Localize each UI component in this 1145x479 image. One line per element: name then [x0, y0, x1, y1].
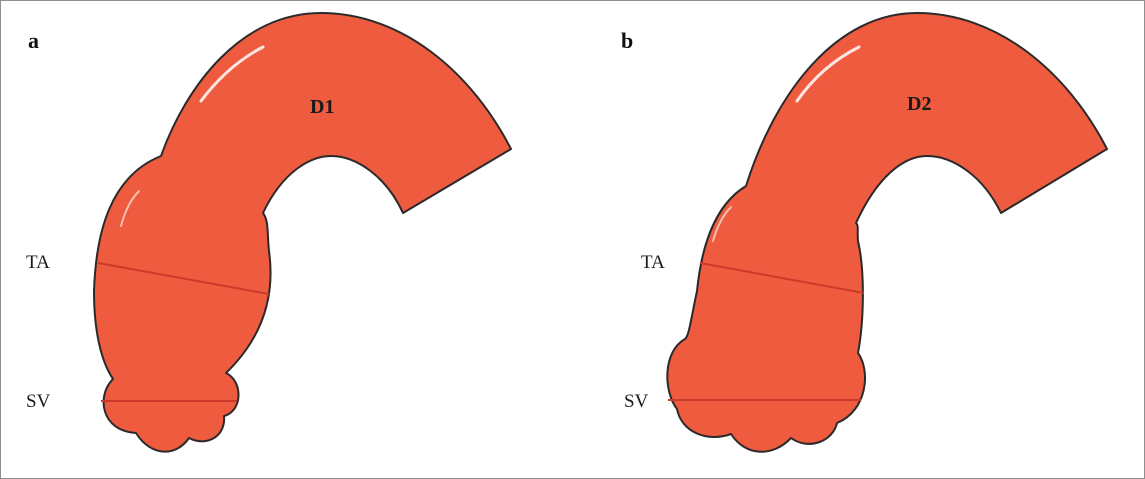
- label-sv-b: SV: [624, 391, 649, 412]
- label-ta-a: TA: [26, 252, 50, 273]
- segment-label-d2: D2: [907, 93, 931, 115]
- panel-letter-b: b: [621, 28, 633, 53]
- segment-label-d1: D1: [310, 96, 334, 118]
- label-sv-a: SV: [26, 391, 51, 412]
- aorta-shape-a: [94, 13, 511, 452]
- panel-letter-a: a: [28, 28, 39, 53]
- panel-a: a D1 TA SV: [26, 13, 511, 452]
- panel-b: b D2 TA SV: [621, 13, 1107, 452]
- label-ta-b: TA: [641, 252, 665, 273]
- aorta-shape-b: [667, 13, 1107, 452]
